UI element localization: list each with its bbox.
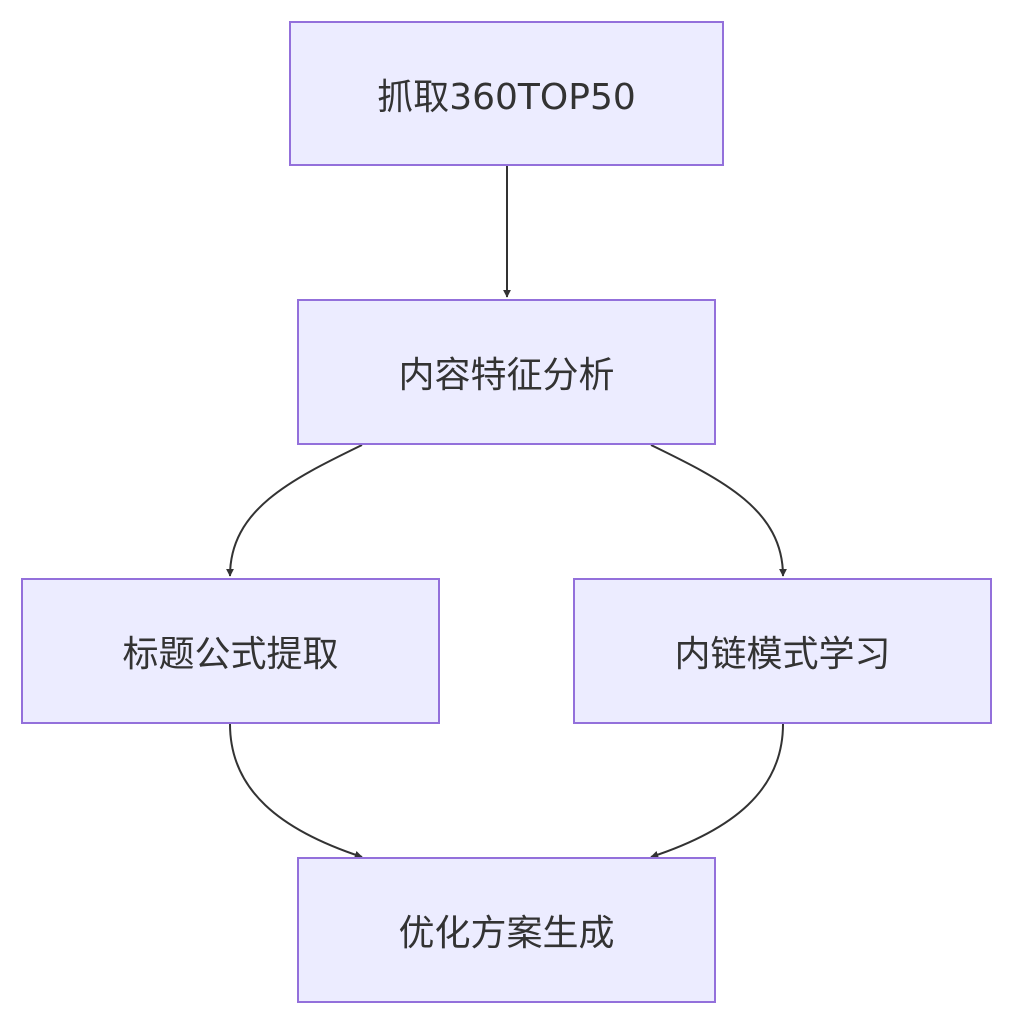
node-link-pattern: 内链模式学习 (573, 578, 992, 724)
node-plan-label: 优化方案生成 (398, 913, 615, 954)
node-crawl-top50: 抓取360TOP50 (289, 21, 724, 166)
edge-analyze-to-title-formula (226, 444, 363, 577)
edge-title-formula-to-plan (229, 723, 363, 859)
node-link-pattern-label: 内链模式学习 (674, 634, 891, 675)
node-title-formula: 标题公式提取 (21, 578, 440, 724)
edge-analyze-to-link-pattern (650, 444, 787, 577)
node-optimization-plan: 优化方案生成 (297, 857, 716, 1003)
node-crawl-label: 抓取360TOP50 (377, 76, 636, 118)
node-content-analysis: 内容特征分析 (297, 299, 716, 445)
node-analyze-label: 内容特征分析 (398, 355, 615, 396)
node-title-formula-label: 标题公式提取 (122, 634, 339, 675)
edge-link-pattern-to-plan (650, 723, 784, 859)
